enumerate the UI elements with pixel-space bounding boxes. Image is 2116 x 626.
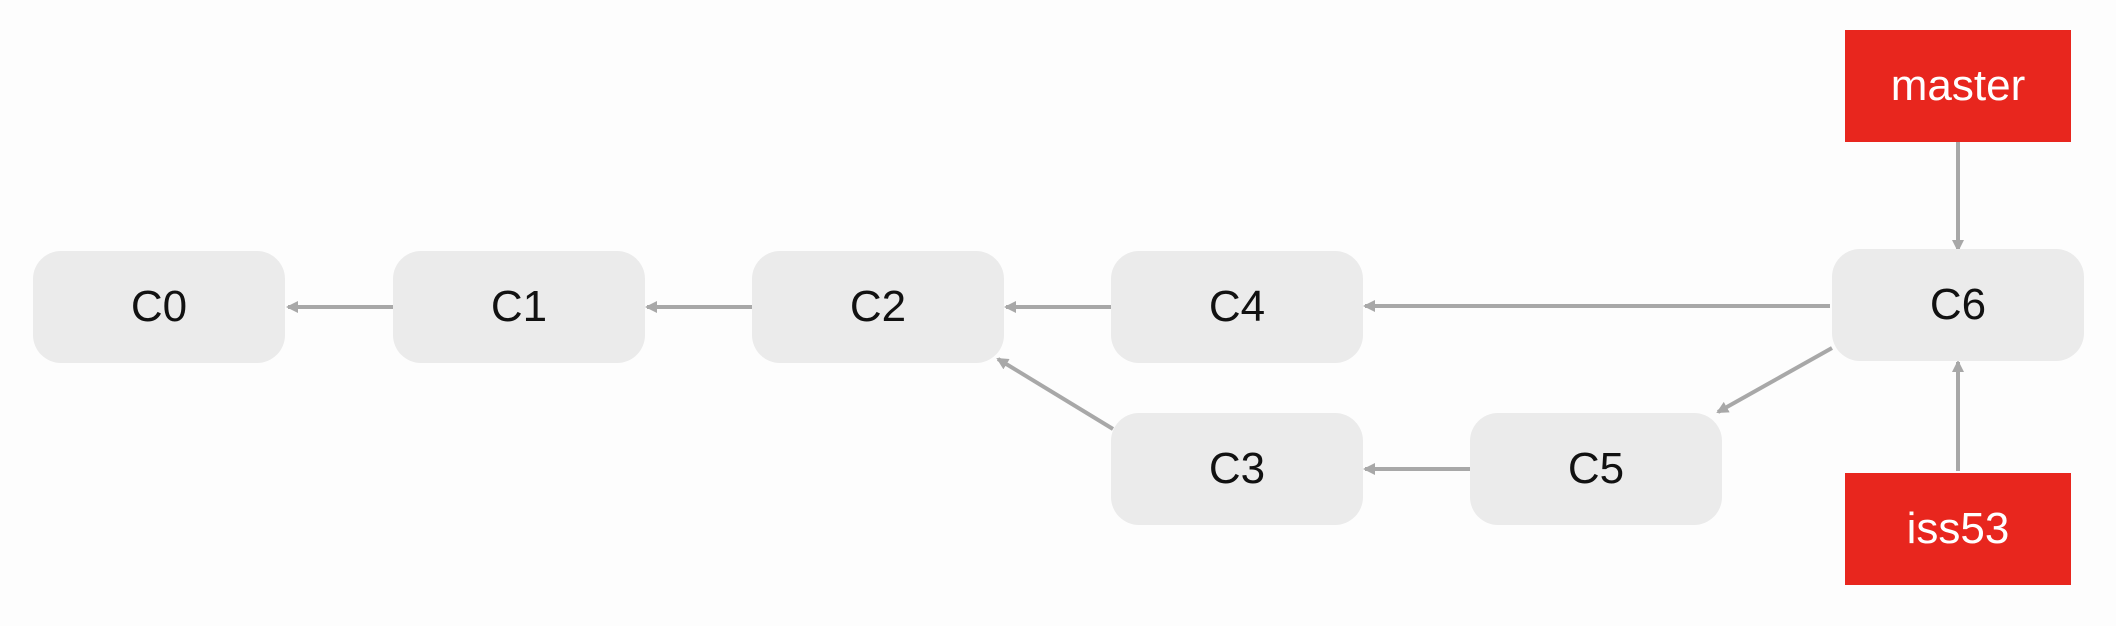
commit-label: C2 — [849, 282, 907, 331]
commit-label: C1 — [490, 282, 548, 331]
commit-label: C5 — [1567, 444, 1625, 493]
commit-node-c2: C2 — [752, 251, 1004, 363]
commit-node-c1: C1 — [393, 251, 645, 363]
branch-name: master — [1890, 61, 2026, 110]
commit-node-c0: C0 — [33, 251, 285, 363]
commit-node-c4: C4 — [1111, 251, 1363, 363]
arrow-c6-to-c5 — [1716, 346, 1833, 414]
arrow-c3-to-c2 — [996, 357, 1115, 431]
branch-label-iss53: iss53 — [1845, 473, 2071, 585]
branch-label-master: master — [1845, 30, 2071, 142]
commit-node-c6: C6 — [1832, 249, 2084, 361]
commit-node-c5: C5 — [1470, 413, 1722, 525]
commit-node-c3: C3 — [1111, 413, 1363, 525]
commit-label: C6 — [1929, 280, 1987, 329]
commit-label: C0 — [130, 282, 188, 331]
commit-label: C3 — [1208, 444, 1266, 493]
branch-name: iss53 — [1906, 504, 2010, 553]
commit-label: C4 — [1208, 282, 1266, 331]
